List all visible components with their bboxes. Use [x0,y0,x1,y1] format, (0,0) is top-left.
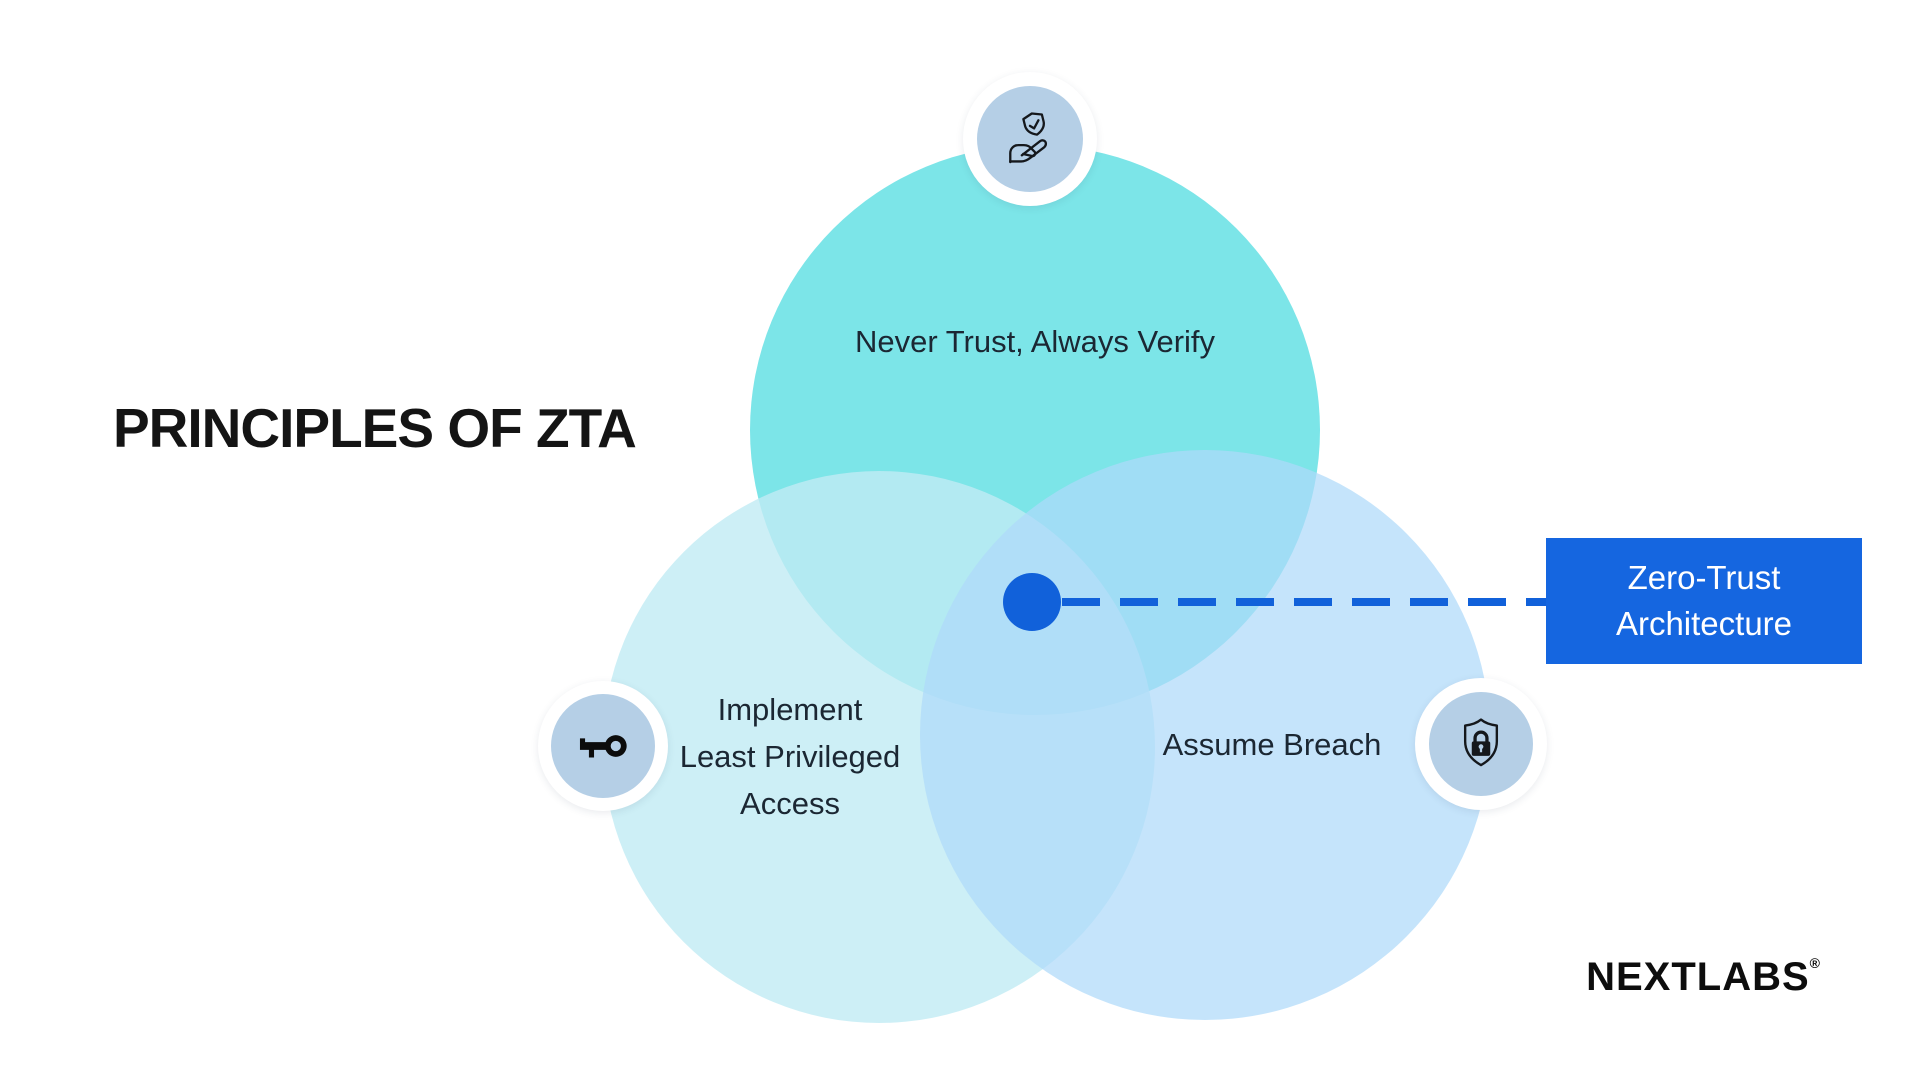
never-trust-label: Never Trust, Always Verify [854,324,1216,359]
least-privileged-line-2: Least Privileged [679,739,901,774]
never-trust-badge-inner [977,86,1083,192]
least-privileged-badge [538,681,668,811]
shield-lock-icon [1463,718,1499,767]
least-privileged-label: Implement Least Privileged Access [634,686,946,827]
hand-holding-shield-icon [1009,112,1048,164]
nextlabs-logo-text: NEXTLABS [1586,955,1810,999]
page-title: PRINCIPLES OF ZTA [113,397,637,459]
center-intersection-dot [1003,573,1061,631]
circle-assume-breach [920,450,1490,1020]
zero-trust-callout: Zero-Trust Architecture [1546,538,1862,664]
registered-trademark-icon: ® [1809,955,1820,971]
never-trust-badge [963,72,1097,206]
nextlabs-logo: NEXTLABS® [1586,955,1820,1000]
least-privileged-badge-inner [551,694,655,798]
least-privileged-line-1: Implement [717,692,863,727]
least-privileged-line-3: Access [740,786,840,821]
assume-breach-badge-inner [1429,692,1533,796]
assume-breach-label: Assume Breach [1162,727,1382,762]
callout-line-1: Zero-Trust [1627,559,1781,596]
assume-breach-badge [1415,678,1547,810]
callout-line-2: Architecture [1615,605,1793,642]
key-icon [579,735,627,758]
